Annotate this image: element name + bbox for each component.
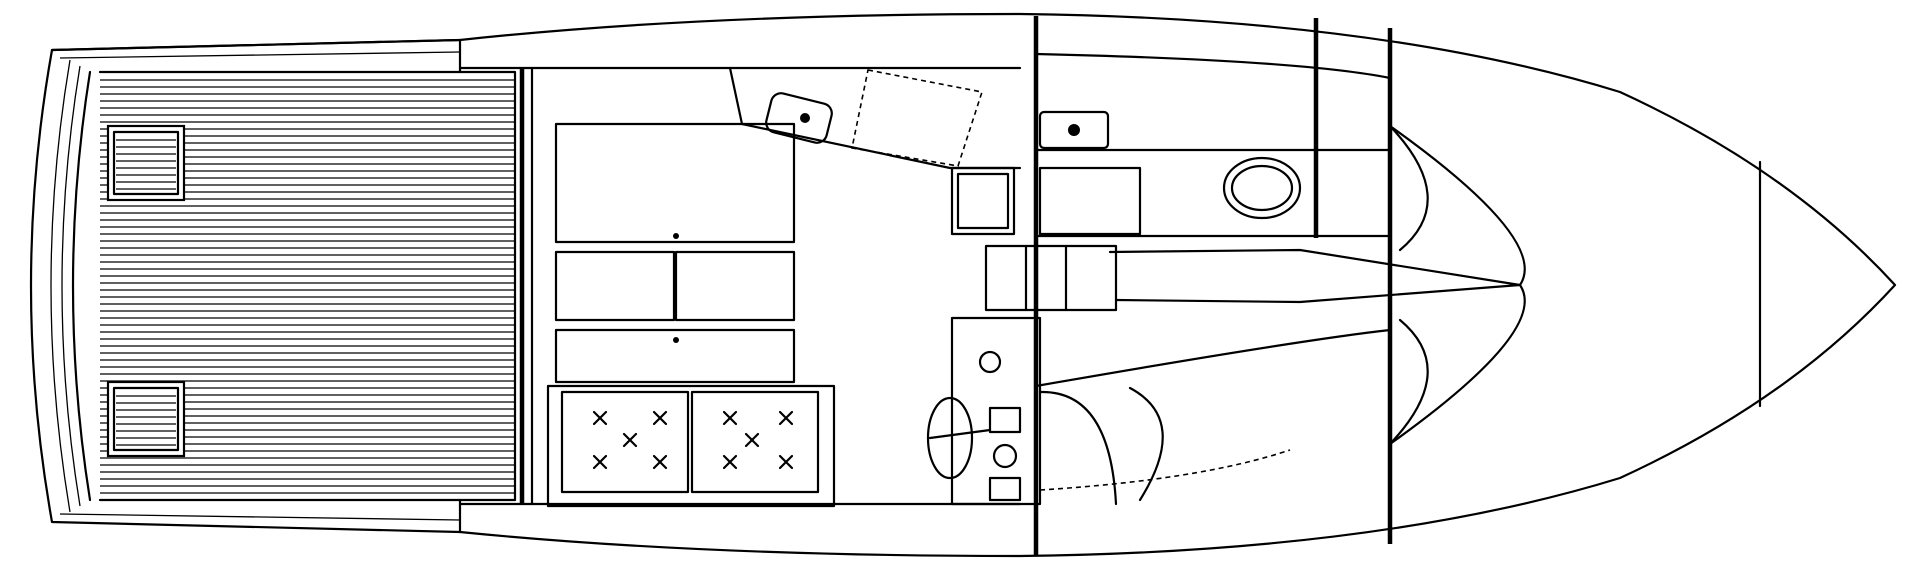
salon-area xyxy=(458,66,1022,506)
sofa-tufts xyxy=(592,410,794,470)
galley-counter xyxy=(728,66,1022,236)
helm-station xyxy=(926,316,1042,506)
cockpit-deck xyxy=(50,38,517,534)
v-berth xyxy=(1034,28,1762,544)
deck-hatch-upper xyxy=(106,124,186,202)
companionway-steps xyxy=(984,244,1118,312)
head-compartment xyxy=(1034,18,1392,238)
dinette-cushions xyxy=(554,122,796,384)
deck-hatch-lower xyxy=(106,380,186,458)
hull-outline xyxy=(29,12,1897,558)
salon-sofa xyxy=(546,384,836,508)
